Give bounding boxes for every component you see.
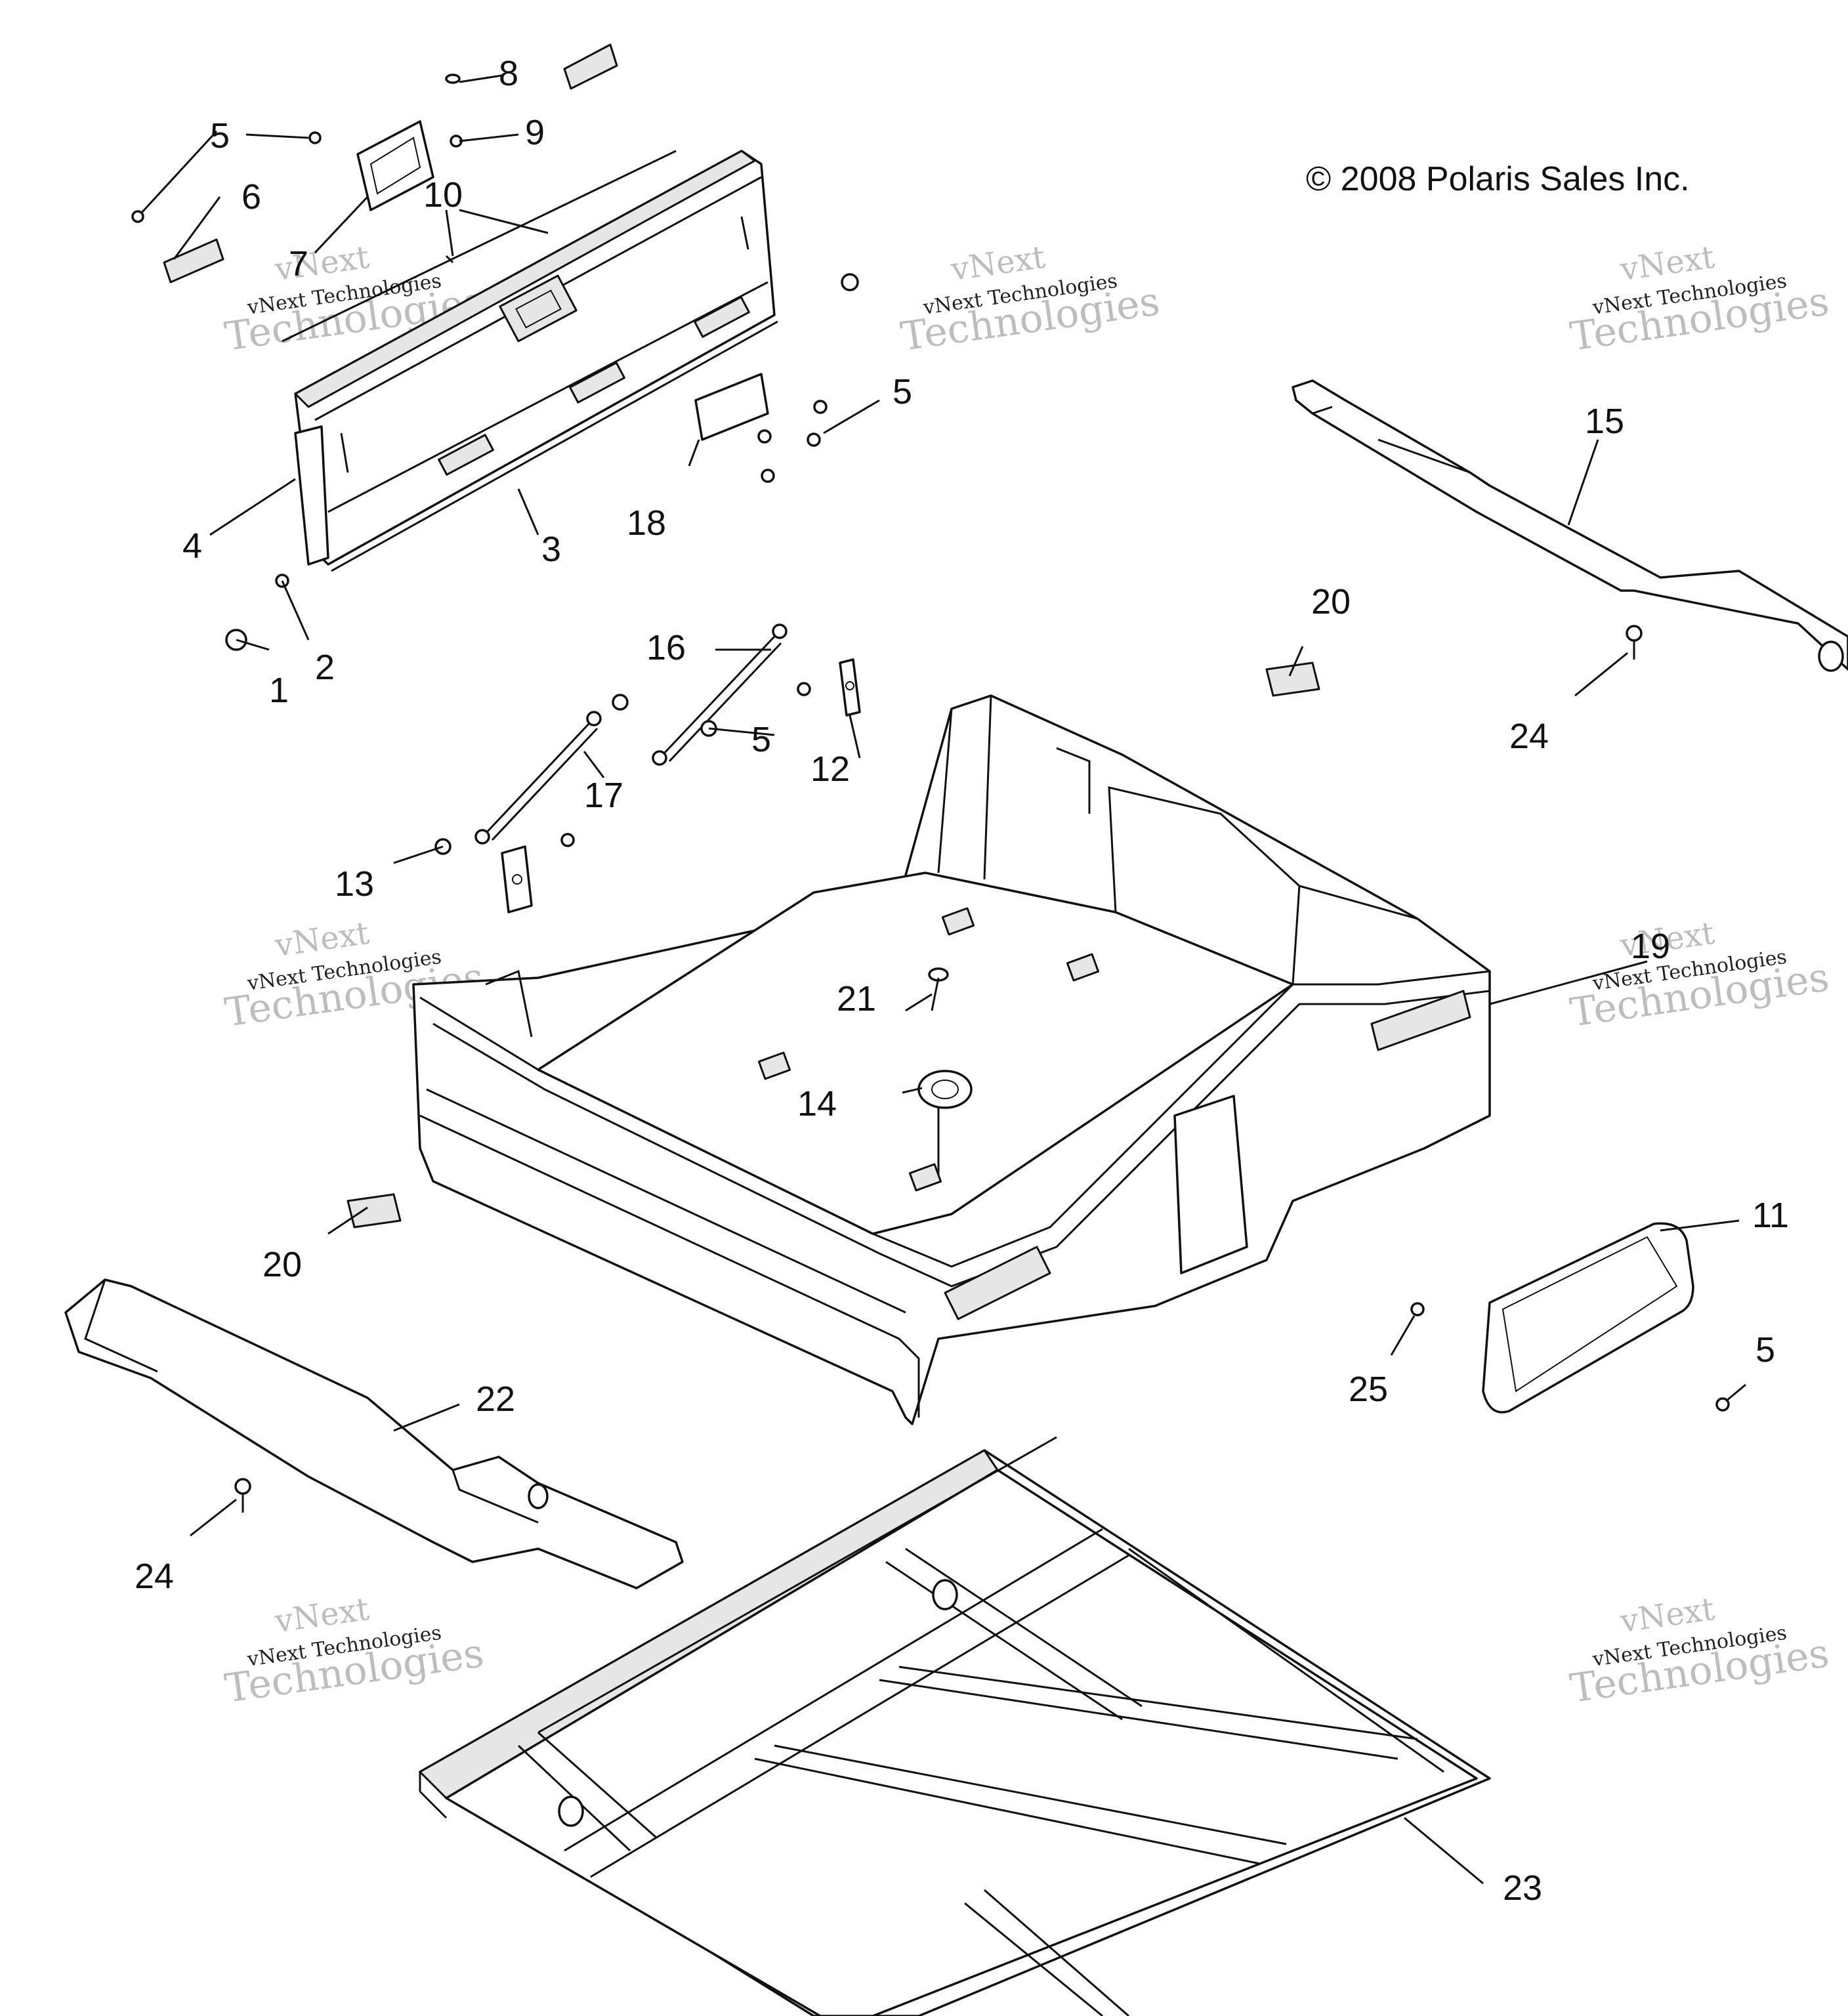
callout-7: 7 <box>289 244 308 284</box>
callout-5-panel: 5 <box>1755 1330 1775 1370</box>
top-decal <box>563 43 618 90</box>
part-10-rod <box>282 150 677 343</box>
callout-23: 23 <box>1503 1868 1542 1908</box>
callout-14: 14 <box>797 1084 837 1124</box>
part-23-frame <box>419 1436 1491 2016</box>
watermark: vNext vNext Technologies Technologies <box>1567 1591 1832 1712</box>
part-11-panel <box>1482 1222 1694 1414</box>
watermark: vNext vNext Technologies Technologies <box>1567 239 1832 360</box>
part-17-cable <box>474 711 602 845</box>
part-6-decal <box>163 238 224 284</box>
part-22-rail <box>64 1278 684 1589</box>
part-4-tailgate-end <box>294 425 329 566</box>
callout-10: 10 <box>423 175 463 215</box>
watermark: vNext vNext Technologies Technologies <box>898 239 1162 360</box>
callout-1: 1 <box>269 671 289 710</box>
callout-22: 22 <box>476 1379 515 1419</box>
part-21-bolt <box>928 967 949 1011</box>
part-19-cargo-box <box>412 694 1491 1425</box>
callout-6: 6 <box>242 177 261 217</box>
part-16-cable <box>652 623 788 766</box>
fasteners <box>131 74 1730 1513</box>
callout-21: 21 <box>837 979 876 1018</box>
callout-20-right: 20 <box>1311 582 1351 621</box>
callout-5-top: 5 <box>210 116 230 156</box>
part-12-bracket <box>839 658 861 717</box>
leader-lines <box>140 74 1746 1885</box>
callout-8: 8 <box>499 54 518 93</box>
callout-12: 12 <box>810 749 850 789</box>
part-15-rail <box>1292 379 1848 672</box>
callout-13: 13 <box>335 864 374 904</box>
part-14-drain <box>917 1070 973 1109</box>
callout-18: 18 <box>627 503 666 543</box>
callout-20-left: 20 <box>262 1245 302 1284</box>
callout-5-right: 5 <box>892 372 912 411</box>
part-3-tailgate <box>294 150 778 572</box>
part-20-label <box>346 662 1320 1228</box>
watermark: vNext vNext Technologies Technologies <box>222 1591 486 1712</box>
copyright-text: © 2008 Polaris Sales Inc. <box>1306 160 1690 198</box>
part-13-bracket <box>501 845 533 914</box>
callout-17: 17 <box>584 776 623 815</box>
callout-11: 11 <box>1752 1196 1789 1235</box>
callout-2: 2 <box>315 648 335 687</box>
callout-5-middle: 5 <box>751 720 771 759</box>
callout-25: 25 <box>1349 1370 1388 1409</box>
part-7-decal <box>356 120 434 211</box>
callout-4: 4 <box>182 526 202 566</box>
callout-9: 9 <box>525 113 545 152</box>
callout-16: 16 <box>646 628 686 667</box>
callout-24-right: 24 <box>1509 717 1549 756</box>
watermark: vNext vNext Technologies Technologies <box>1567 915 1832 1036</box>
callout-24-left: 24 <box>135 1557 174 1596</box>
callout-19: 19 <box>1631 927 1670 966</box>
callout-15: 15 <box>1585 402 1624 441</box>
callout-labels: 1 2 3 4 5 5 5 5 6 7 8 9 10 11 12 13 14 1… <box>135 54 1789 1908</box>
callout-3: 3 <box>541 530 561 569</box>
part-18-plate <box>694 373 769 441</box>
